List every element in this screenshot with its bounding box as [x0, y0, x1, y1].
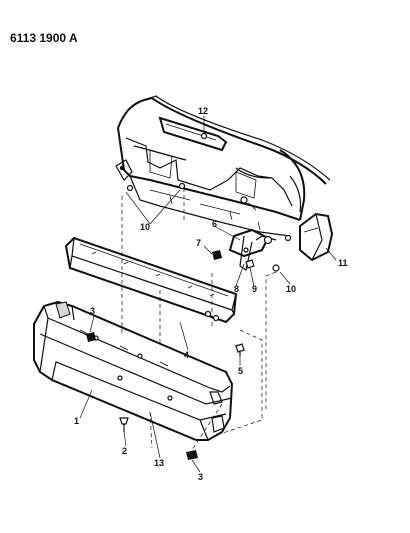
- nut-3-upper: [86, 332, 96, 342]
- callout-11: 11: [338, 258, 348, 268]
- nut-7: [212, 250, 222, 260]
- bumper-fascia-1: [33, 300, 234, 441]
- assembly-guide-lines: [121, 188, 277, 451]
- energy-absorber-12: [158, 116, 228, 152]
- callout-13: 13: [154, 458, 164, 468]
- callout-3-upper: 3: [90, 306, 95, 316]
- callout-4: 4: [184, 350, 189, 360]
- bolt-5: [235, 343, 245, 356]
- callout-9: 9: [252, 284, 257, 294]
- callout-labels: 12 10 6 7 8 9 10 11 3 4 5 1 2 13 3: [74, 106, 348, 482]
- callout-3-lower: 3: [198, 472, 203, 482]
- callout-8: 8: [234, 284, 239, 294]
- callout-5: 5: [238, 366, 243, 376]
- leader-lines: [79, 116, 337, 473]
- bumper-reinforcement-4: [64, 236, 238, 324]
- fastener-2: [119, 417, 129, 432]
- callout-10-left: 10: [140, 222, 150, 232]
- bolt-9: [245, 259, 255, 269]
- nut-3-lower: [186, 450, 198, 460]
- callout-2: 2: [122, 446, 127, 456]
- left-corner-bracket: [115, 159, 133, 181]
- reference-code: 6113 1900 A: [10, 31, 78, 45]
- callout-1: 1: [74, 416, 79, 426]
- vehicle-body-panel: [117, 95, 331, 237]
- side-bracket-11: [299, 212, 334, 262]
- callout-7: 7: [196, 238, 201, 248]
- mounting-bracket-6: [228, 228, 277, 271]
- callout-6: 6: [212, 219, 217, 229]
- callout-12: 12: [198, 106, 208, 116]
- nut-10-right: [272, 234, 292, 272]
- callout-10-right: 10: [286, 284, 296, 294]
- nut-10-left: [126, 182, 186, 192]
